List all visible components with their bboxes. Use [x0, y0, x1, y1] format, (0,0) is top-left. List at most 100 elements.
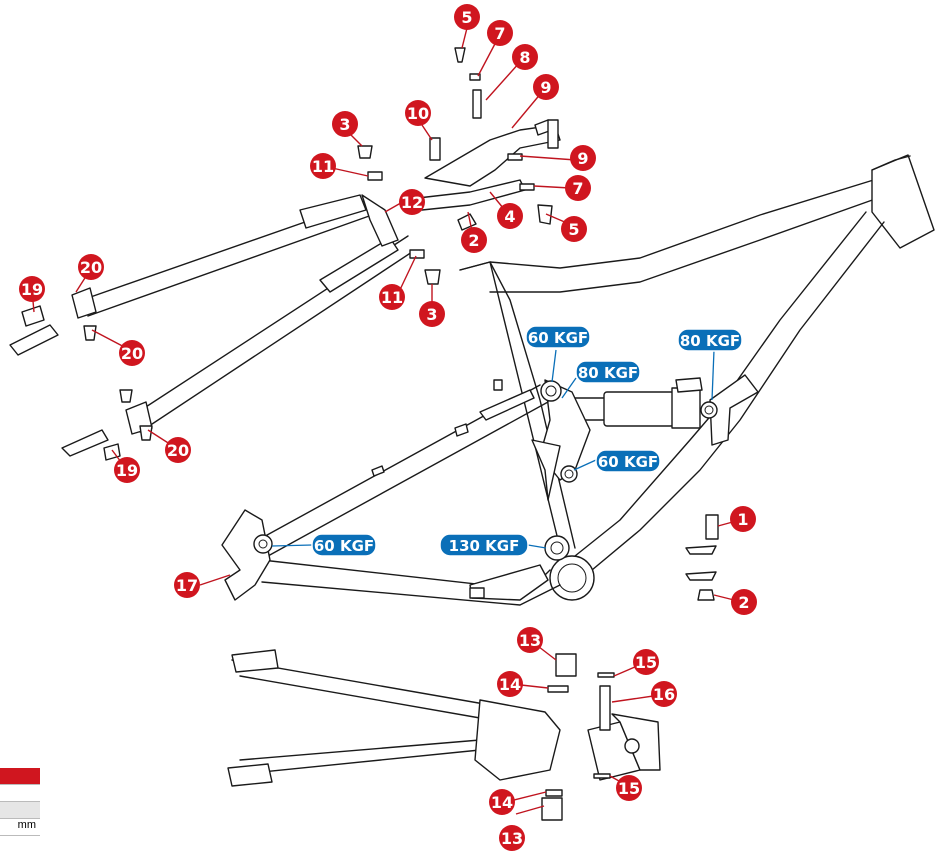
- svg-text:14: 14: [499, 675, 521, 694]
- bottom-bracket-shell: [549, 555, 595, 601]
- svg-text:19: 19: [116, 461, 138, 480]
- upper-link-exploded: [417, 89, 561, 211]
- shock-mount-front: [709, 374, 759, 446]
- rear-dropout: [221, 509, 271, 601]
- svg-text:15: 15: [618, 779, 640, 798]
- callout-3-lower: 3: [419, 301, 445, 327]
- svg-text:1: 1: [737, 510, 748, 529]
- svg-text:19: 19: [21, 280, 43, 299]
- dropout-pivot: [253, 534, 273, 554]
- front-triangle: [459, 154, 935, 601]
- top-tube-lower-edge: [489, 197, 879, 293]
- rear-triangle-assembled: [221, 384, 561, 606]
- legend-unit-row: mm: [0, 819, 40, 836]
- svg-text:17: 17: [176, 576, 198, 595]
- svg-text:60 KGF: 60 KGF: [528, 329, 588, 347]
- callout-14-bottom: 14: [489, 789, 515, 815]
- callouts: 5 7 8 9 10 3 11 12 9 7 4 2 5 11 3 20 19 …: [19, 4, 757, 851]
- leader-lines: [31, 27, 743, 815]
- svg-text:2: 2: [468, 231, 479, 250]
- svg-text:3: 3: [426, 305, 437, 324]
- rocker-pivot-lower: [560, 465, 578, 483]
- shock-eyelet-rear: [700, 401, 718, 419]
- svg-text:13: 13: [519, 631, 541, 650]
- torque-label-shock-rear: 80 KGF: [677, 328, 743, 352]
- svg-text:11: 11: [312, 157, 334, 176]
- callout-19-bottom: 19: [114, 457, 140, 483]
- small-hardware: [21, 47, 719, 601]
- rocker-link: [531, 379, 591, 561]
- legend-unit: mm: [17, 819, 36, 831]
- legend-header-row: [0, 768, 40, 785]
- svg-text:3: 3: [339, 115, 350, 134]
- torque-label-dropout: 60 KGF: [311, 533, 377, 557]
- callout-19-top: 19: [19, 276, 45, 302]
- callout-5-lower: 5: [561, 216, 587, 242]
- svg-text:11: 11: [381, 288, 403, 307]
- down-tube-inner: [569, 211, 867, 561]
- main-pivot: [544, 535, 570, 561]
- svg-text:80 KGF: 80 KGF: [578, 364, 638, 382]
- callout-11-lower: 11: [379, 284, 405, 310]
- svg-text:80 KGF: 80 KGF: [680, 332, 740, 350]
- callout-8: 8: [512, 44, 538, 70]
- torque-legend-fragment: mm: [0, 768, 40, 836]
- callout-9-lower: 9: [570, 145, 596, 171]
- svg-text:15: 15: [635, 653, 657, 672]
- callout-4: 4: [497, 203, 523, 229]
- svg-text:5: 5: [568, 220, 579, 239]
- top-tube-upper-edge: [459, 177, 881, 271]
- legend-row: [0, 802, 40, 819]
- callout-17: 17: [174, 572, 200, 598]
- callout-16: 16: [651, 681, 677, 707]
- svg-text:20: 20: [80, 258, 102, 277]
- derailleur-hanger-parts: [9, 324, 109, 457]
- svg-text:10: 10: [407, 104, 429, 123]
- torque-label-shock-front: 80 KGF: [575, 360, 641, 384]
- callout-20-top: 20: [78, 254, 104, 280]
- svg-text:7: 7: [494, 24, 505, 43]
- svg-text:7: 7: [572, 179, 583, 198]
- head-tube: [871, 154, 935, 249]
- rocker-pivot-upper: [540, 380, 562, 402]
- callout-20-bottom: 20: [165, 437, 191, 463]
- callout-15-top: 15: [633, 649, 659, 675]
- svg-text:12: 12: [401, 193, 423, 212]
- svg-text:2: 2: [738, 593, 749, 612]
- callout-7-top: 7: [487, 20, 513, 46]
- callout-2-upper: 2: [461, 227, 487, 253]
- callout-1: 1: [730, 506, 756, 532]
- callout-5-top: 5: [454, 4, 480, 30]
- torque-labels: 60 KGF 80 KGF 80 KGF 60 KGF 60 KGF 130 K…: [311, 325, 743, 557]
- svg-text:14: 14: [491, 793, 513, 812]
- down-tube-outer: [579, 221, 885, 581]
- callout-20-middle: 20: [119, 340, 145, 366]
- callout-12: 12: [399, 189, 425, 215]
- svg-text:9: 9: [577, 149, 588, 168]
- svg-text:60 KGF: 60 KGF: [314, 537, 374, 555]
- svg-text:20: 20: [121, 344, 143, 363]
- callout-9-upper: 9: [533, 74, 559, 100]
- svg-text:130 KGF: 130 KGF: [449, 537, 520, 555]
- callout-11-upper: 11: [310, 153, 336, 179]
- callout-14-top: 14: [497, 671, 523, 697]
- torque-label-rocker-lower: 60 KGF: [595, 449, 661, 473]
- svg-text:8: 8: [519, 48, 530, 67]
- svg-text:60 KGF: 60 KGF: [598, 453, 658, 471]
- callout-3-upper: 3: [332, 111, 358, 137]
- callout-15-bottom: 15: [616, 775, 642, 801]
- callout-13-top: 13: [517, 627, 543, 653]
- legend-row: [0, 785, 40, 802]
- svg-text:5: 5: [461, 8, 472, 27]
- callout-7-lower: 7: [565, 175, 591, 201]
- callout-10: 10: [405, 100, 431, 126]
- rear-shock: [569, 377, 718, 429]
- torque-label-rocker-upper: 60 KGF: [525, 325, 591, 349]
- svg-text:13: 13: [501, 829, 523, 848]
- svg-text:16: 16: [653, 685, 675, 704]
- swingarm-exploded: [227, 649, 661, 821]
- callout-2-lower: 2: [731, 589, 757, 615]
- callout-13-bottom: 13: [499, 825, 525, 851]
- svg-text:4: 4: [504, 207, 515, 226]
